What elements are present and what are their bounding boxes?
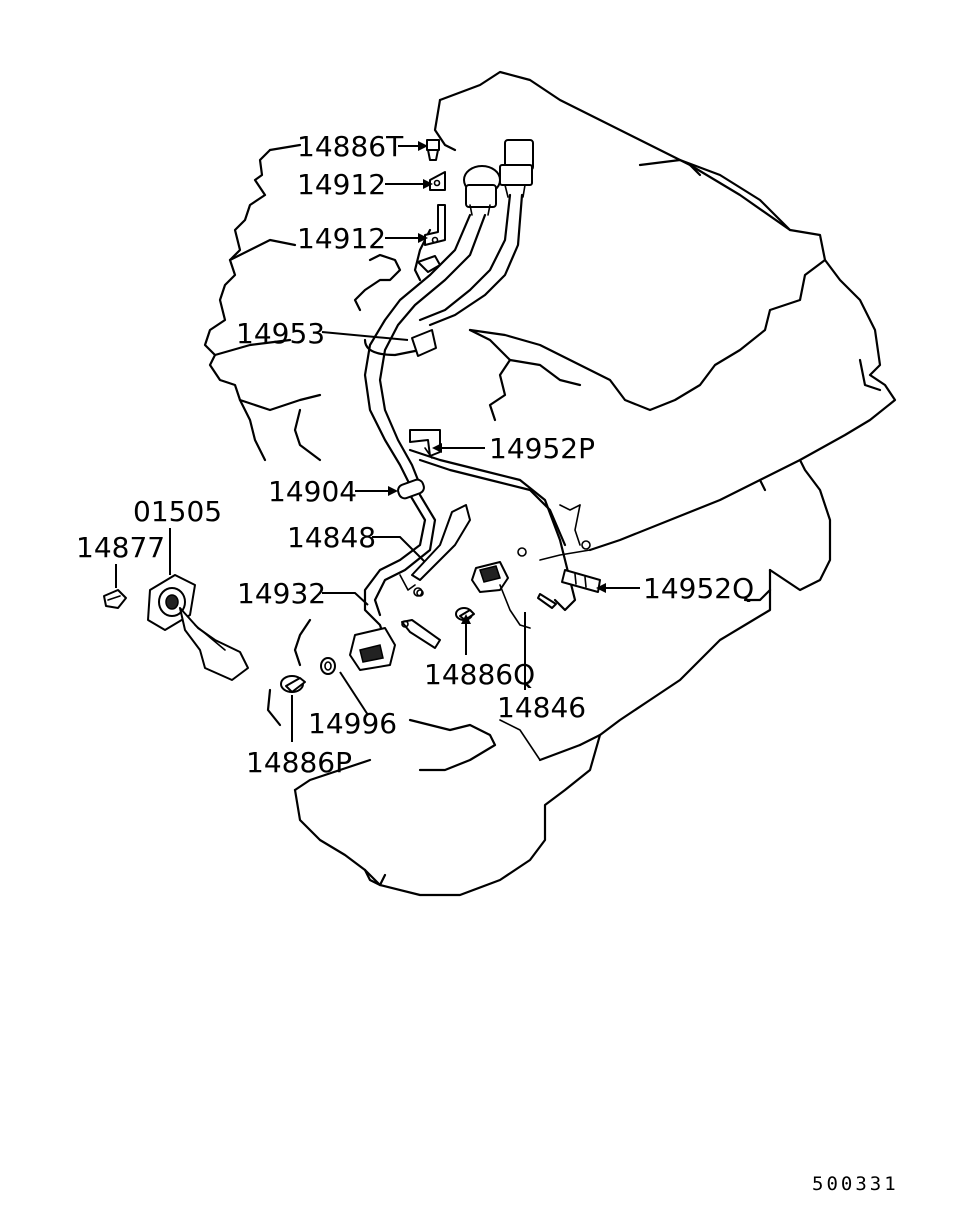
sensor-right-connector [471, 561, 509, 593]
connector-upper-round [463, 165, 501, 216]
transmission-sensor-01505 [147, 574, 249, 681]
callout-14904: 14904 [268, 475, 357, 508]
bolt-14877 [103, 589, 127, 609]
bracket-14912-lower [424, 204, 446, 246]
clamp-14953 [411, 329, 437, 357]
callout-14952Q: 14952Q [643, 572, 754, 605]
engine-block-outline [203, 70, 897, 897]
callout-14848: 14848 [287, 521, 376, 554]
bolt-14886P [280, 675, 306, 693]
callout-01505: 01505 [133, 495, 222, 528]
bolt-14886T [426, 139, 440, 161]
bracket-14848 [399, 504, 471, 597]
bracket-14952Q [561, 569, 601, 593]
callout-14952P: 14952P [489, 432, 595, 465]
bracket-14932 [401, 619, 441, 649]
bracket-14952P [409, 429, 441, 459]
small-fittings [413, 540, 591, 629]
callout-14846: 14846 [497, 691, 586, 724]
connector-upper-square [499, 139, 534, 198]
bolt-14886Q [455, 607, 475, 621]
callout-14886Q: 14886Q [424, 658, 535, 691]
callout-14877: 14877 [76, 531, 165, 564]
wiring-harness [363, 193, 577, 642]
washer-14996 [320, 657, 336, 675]
grommet-14904 [397, 478, 425, 500]
callout-14912-upper: 14912 [297, 168, 386, 201]
callout-14932: 14932 [237, 577, 326, 610]
callout-14886T: 14886T [297, 130, 404, 163]
callout-labels: 14886T 14912 14912 14953 14952P 14904 01… [76, 130, 754, 779]
leader-lines [115, 141, 640, 742]
callout-14886P: 14886P [246, 746, 352, 779]
callout-14996: 14996 [308, 707, 397, 740]
bracket-14912-upper [429, 171, 446, 191]
callout-14912-lower: 14912 [297, 222, 386, 255]
sensor-lower-connector [349, 627, 396, 671]
diagram-code: 500331 [812, 1173, 899, 1195]
callout-14953: 14953 [236, 317, 325, 350]
bracket-small-head [417, 255, 441, 273]
